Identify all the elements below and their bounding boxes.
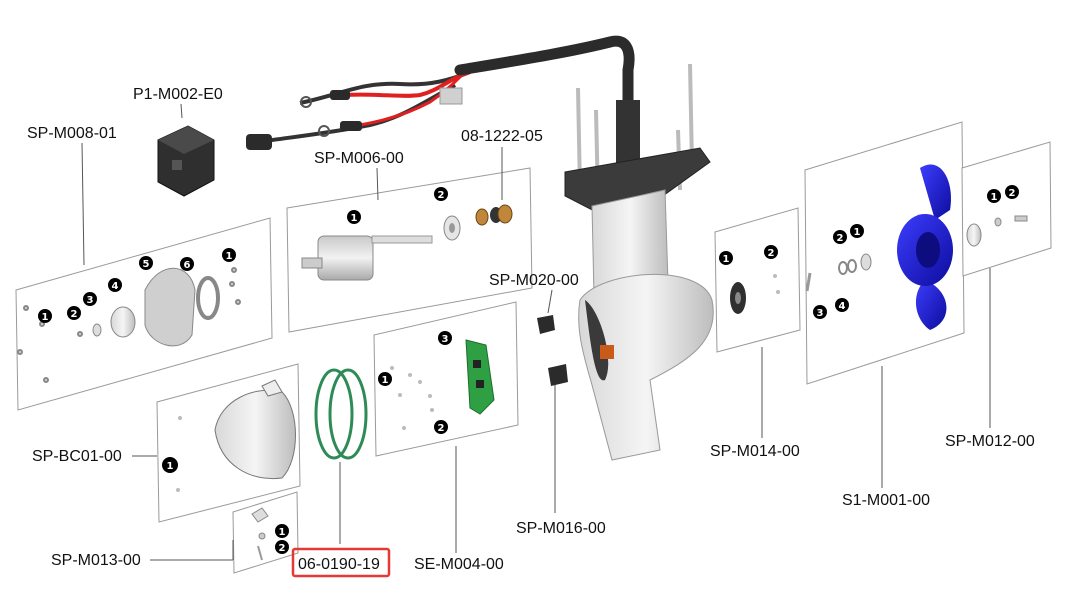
- badge-sp-m008-6: 6: [180, 257, 194, 271]
- badge-sp-m008-1a: 1: [222, 248, 236, 262]
- svg-text:1: 1: [991, 192, 998, 203]
- panel-se-m004-00: [373, 301, 519, 457]
- badge-sp-m012-1: 1: [987, 189, 1001, 203]
- badge-se-m004-2: 2: [434, 420, 448, 434]
- label-p1-m002-e0[interactable]: P1-M002-E0: [133, 86, 223, 103]
- svg-text:2: 2: [279, 543, 286, 554]
- panel-sp-m008-01: [15, 217, 273, 411]
- badge-se-m004-3: 3: [438, 331, 452, 345]
- bronze-bushings: [475, 204, 513, 226]
- svg-text:1: 1: [279, 527, 286, 538]
- bullet-cone: [176, 379, 296, 492]
- svg-text:3: 3: [87, 295, 94, 306]
- badge-sp-m006-1: 1: [347, 210, 361, 224]
- badge-se-m004-1: 1: [378, 372, 392, 386]
- badge-s1-m001-3: 3: [813, 305, 827, 319]
- label-s1-m001-00[interactable]: S1-M001-00: [842, 492, 930, 509]
- label-sp-m016-00[interactable]: SP-M016-00: [516, 520, 606, 537]
- sensor-pcb: [390, 339, 495, 430]
- svg-text:6: 6: [184, 260, 191, 271]
- svg-text:2: 2: [438, 190, 445, 201]
- svg-text:1: 1: [382, 375, 389, 386]
- badge-sp-m008-2: 2: [67, 306, 81, 320]
- highlight-box-06-0190-19: [291, 547, 391, 578]
- label-sp-m020-00[interactable]: SP-M020-00: [489, 272, 579, 289]
- power-cable-harness: [246, 35, 635, 150]
- svg-text:2: 2: [837, 233, 844, 244]
- svg-text:1: 1: [351, 213, 358, 224]
- svg-text:2: 2: [1009, 188, 1016, 199]
- rubber-pads: [537, 315, 568, 386]
- svg-text:2: 2: [768, 248, 775, 259]
- svg-text:3: 3: [817, 308, 824, 319]
- seal-o-rings: [314, 368, 368, 460]
- badge-sp-m006-2: 2: [434, 187, 448, 201]
- motor-rotor: [301, 215, 461, 281]
- label-sp-m006-00[interactable]: SP-M006-00: [314, 150, 404, 167]
- svg-text:2: 2: [438, 423, 445, 434]
- badge-sp-m013-1: 1: [275, 524, 289, 538]
- badge-sp-m012-2: 2: [1005, 185, 1019, 199]
- svg-text:1: 1: [167, 461, 174, 472]
- badge-sp-m013-2: 2: [275, 540, 289, 554]
- svg-text:5: 5: [143, 259, 150, 270]
- small-clip-parts: [251, 507, 269, 561]
- leader-lines: [81, 103, 991, 561]
- badge-sp-bc01-1: 1: [162, 457, 178, 473]
- svg-text:3: 3: [442, 334, 449, 345]
- label-sp-m012-00[interactable]: SP-M012-00: [945, 433, 1035, 450]
- label-sp-m008-01[interactable]: SP-M008-01: [27, 125, 117, 142]
- svg-text:2: 2: [71, 309, 78, 320]
- thrust-washer: [730, 274, 780, 314]
- svg-text:4: 4: [112, 281, 119, 292]
- panel-sp-m012-00: [961, 141, 1052, 277]
- badge-s1-m001-2: 2: [833, 230, 847, 244]
- label-sp-bc01-00[interactable]: SP-BC01-00: [32, 448, 122, 465]
- controller-box: [157, 125, 215, 197]
- label-sp-m013-00[interactable]: SP-M013-00: [51, 552, 141, 569]
- badge-sp-m014-2: 2: [764, 245, 778, 259]
- prop-nut: [966, 215, 1028, 247]
- badge-sp-m014-1: 1: [719, 251, 733, 265]
- badge-sp-m008-4: 4: [108, 278, 122, 292]
- panel-sp-m014-00: [714, 207, 801, 353]
- badge-sp-m008-5: 5: [139, 256, 153, 270]
- svg-text:1: 1: [723, 254, 730, 265]
- end-cap-parts: [17, 267, 241, 383]
- propeller: [805, 164, 953, 330]
- badge-sp-m008-3: 3: [83, 292, 97, 306]
- svg-text:4: 4: [839, 301, 846, 312]
- svg-text:1: 1: [42, 312, 49, 323]
- panel-sp-m006-00: [286, 167, 533, 333]
- badge-s1-m001-1: 1: [850, 224, 864, 238]
- svg-text:1: 1: [226, 251, 233, 262]
- label-sp-m014-00[interactable]: SP-M014-00: [710, 443, 800, 460]
- label-se-m004-00[interactable]: SE-M004-00: [414, 556, 504, 573]
- badge-sp-m008-1b: 1: [38, 309, 52, 323]
- label-08-1222-05[interactable]: 08-1222-05: [461, 128, 543, 145]
- badge-s1-m001-4: 4: [835, 298, 849, 312]
- shaft-housing: [564, 63, 714, 461]
- label-06-0190-19[interactable]: 06-0190-19: [298, 556, 380, 573]
- svg-text:1: 1: [854, 227, 861, 238]
